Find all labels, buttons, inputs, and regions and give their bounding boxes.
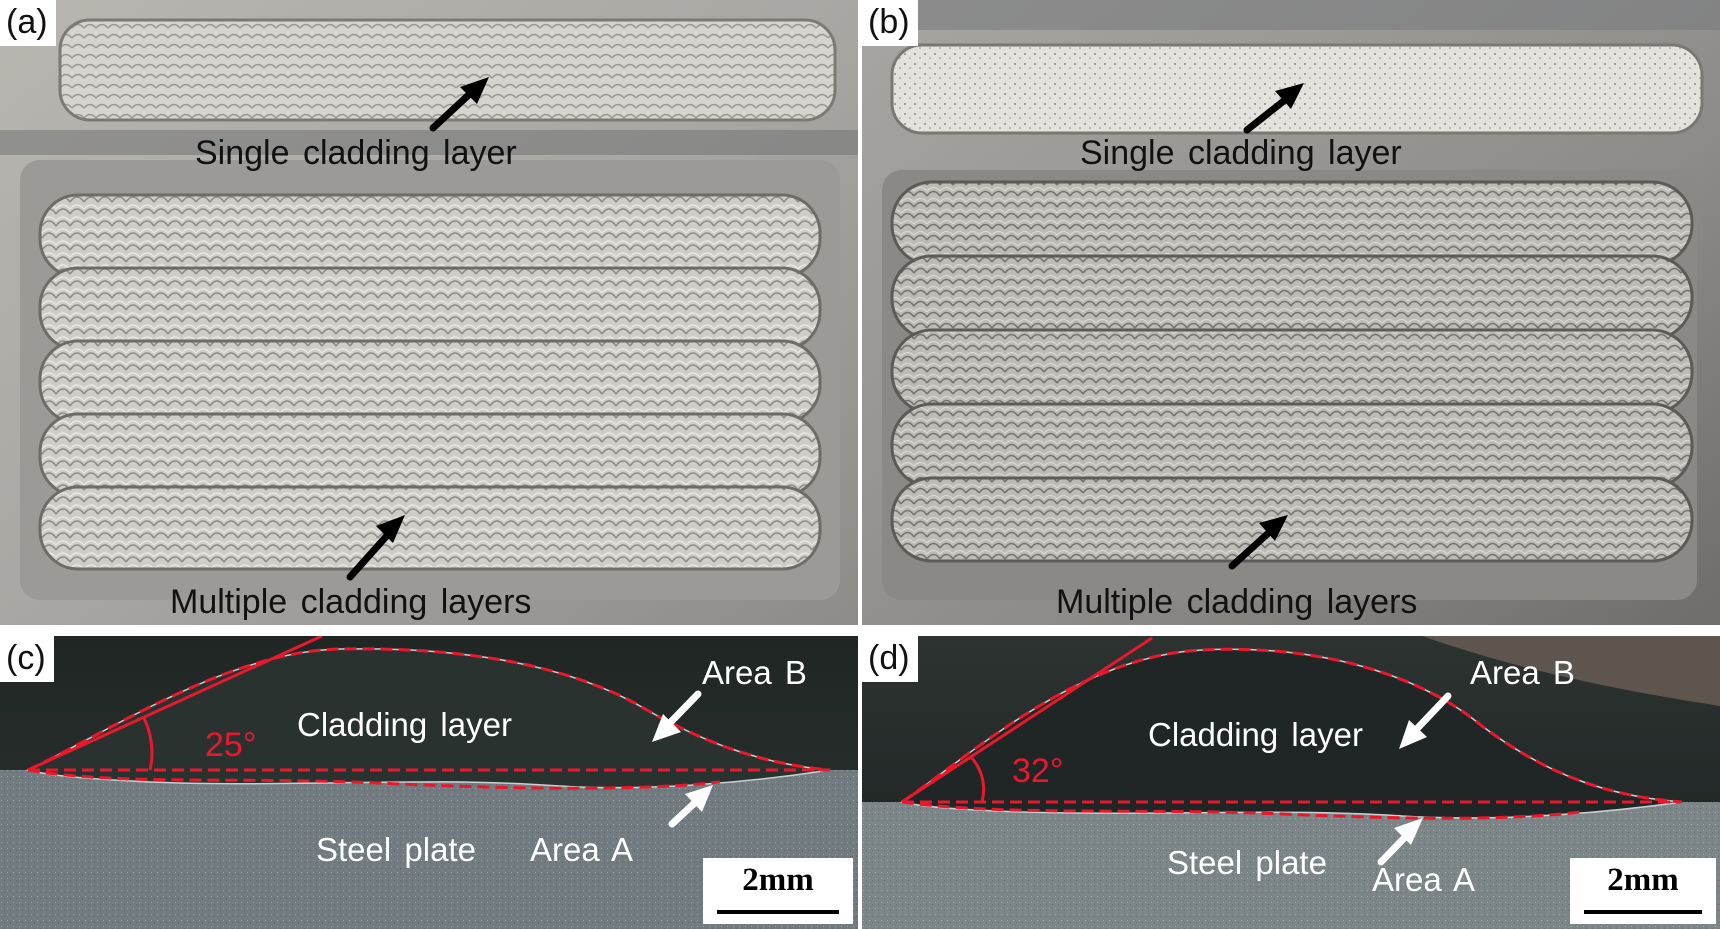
panel-c-area-b-label: Area B (702, 654, 807, 691)
panel-d-tag: (d) (862, 636, 918, 682)
panel-c-scalebar-line (717, 910, 839, 914)
panel-a-single-layer-label: Single cladding layer (195, 134, 517, 172)
panel-a-photo (0, 0, 858, 625)
panel-d-scalebar: 2mm (1570, 858, 1716, 924)
panel-d-area-b-label: Area B (1470, 654, 1575, 691)
panel-c-scalebar: 2mm (703, 858, 853, 924)
panel-c-angle-label: 25° (205, 726, 257, 764)
panel-c-scalebar-label: 2mm (742, 862, 814, 898)
panel-b-photo (862, 0, 1720, 625)
panel-c-cross-section (0, 636, 858, 929)
panel-d-angle-label: 32° (1012, 752, 1064, 790)
panel-d-cladding-label: Cladding layer (1148, 716, 1363, 753)
panel-b: (b) Single cladding layer Multiple cladd… (862, 0, 1720, 625)
panel-a-tag: (a) (0, 0, 56, 46)
panel-b-single-layer-label: Single cladding layer (1080, 134, 1402, 172)
panel-c-area-a-label: Area A (530, 831, 634, 868)
panel-c-steel-label: Steel plate (316, 831, 476, 868)
panel-a-multiple-layers-label: Multiple cladding layers (170, 583, 532, 621)
panel-d-steel-label: Steel plate (1167, 844, 1327, 881)
panel-b-tag: (b) (862, 0, 918, 46)
panel-c-tag: (c) (0, 636, 54, 682)
panel-d: (d) Cladding layer 32° Area B Steel plat… (862, 636, 1720, 929)
panel-d-scalebar-label: 2mm (1607, 862, 1679, 898)
panel-b-multiple-layers-label: Multiple cladding layers (1056, 583, 1418, 621)
panel-c-cladding-label: Cladding layer (297, 706, 512, 743)
panel-c: (c) Cladding layer 25° Area B Steel plat… (0, 636, 858, 929)
panel-a: (a) Single cladding layer Multiple cladd… (0, 0, 858, 625)
panel-d-scalebar-line (1584, 910, 1702, 914)
panel-d-area-a-label: Area A (1372, 861, 1476, 898)
